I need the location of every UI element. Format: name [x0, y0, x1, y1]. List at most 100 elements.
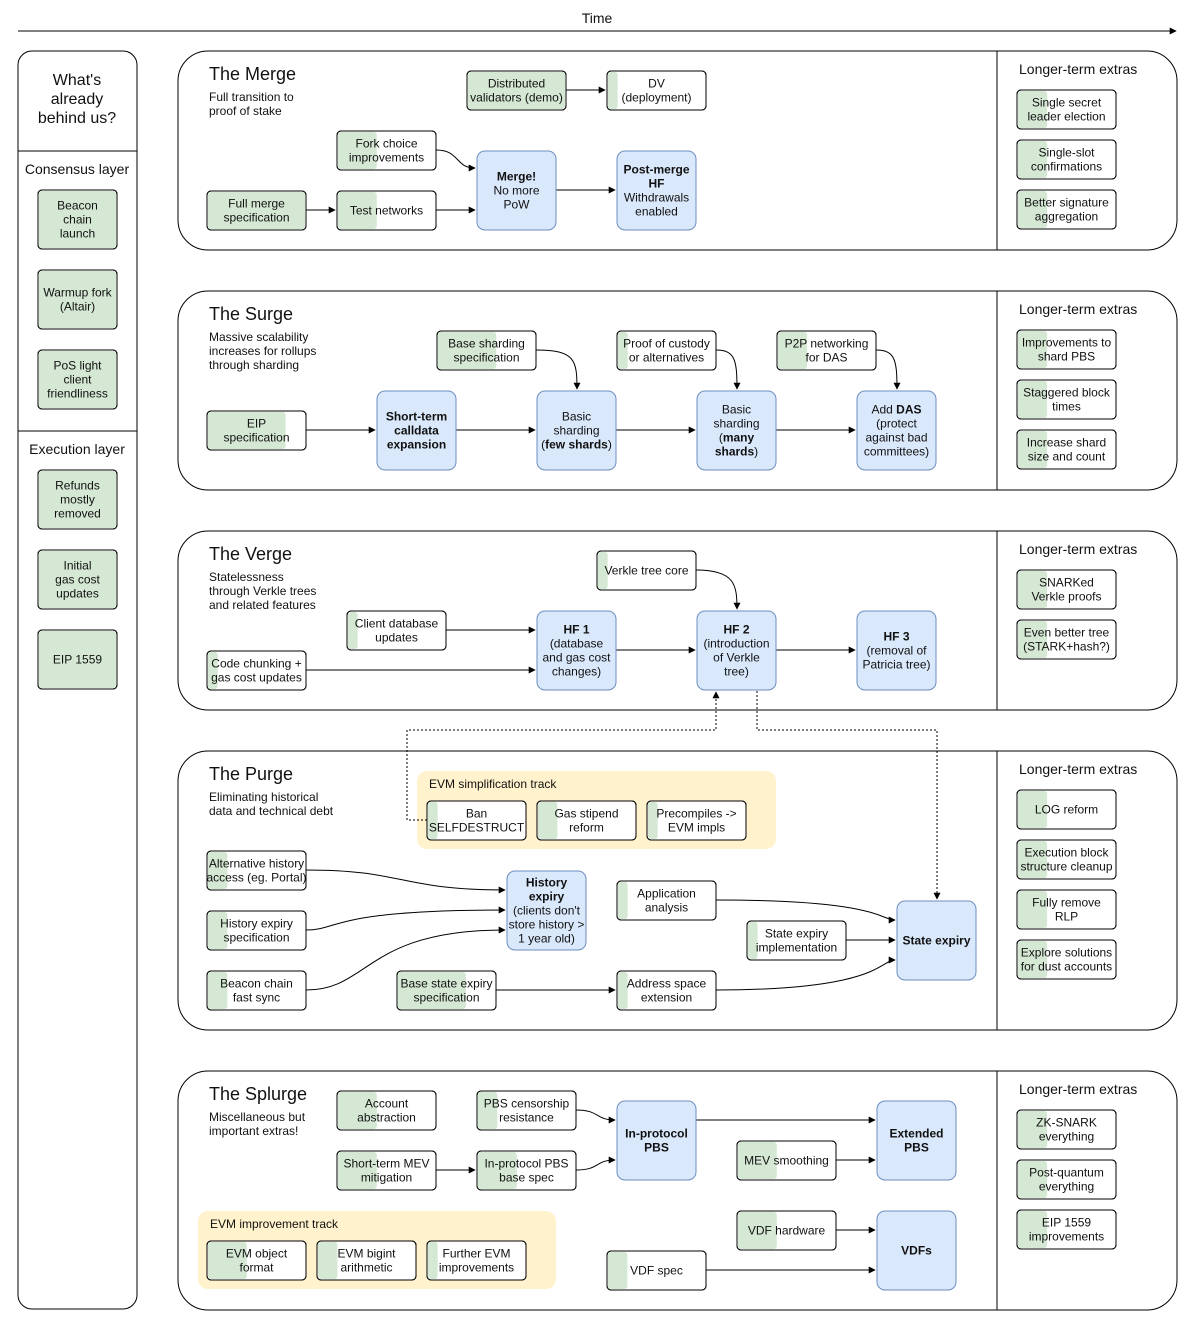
node-label: Short-term [386, 410, 447, 424]
node-label: format [239, 1261, 274, 1275]
extras-title: Longer-term extras [1019, 541, 1137, 557]
node-label: arithmetic [340, 1261, 392, 1275]
node-label: Ban [466, 807, 487, 821]
text-span: few shards [545, 438, 608, 452]
node-label: Beacon chain [220, 977, 293, 991]
extra-label: Improvements to [1022, 336, 1112, 350]
box-border [646, 800, 747, 841]
section-subtitle: Miscellaneous but [209, 1110, 306, 1124]
milestone-vdfs: VDFs [876, 1210, 957, 1291]
item-label: removed [54, 507, 101, 521]
section-subtitle: Statelessness [209, 570, 284, 584]
node-label: Address space [627, 977, 707, 991]
extra-label: ZK-SNARK [1036, 1116, 1097, 1130]
item-label: PoS light [53, 359, 102, 373]
box-border [1016, 1109, 1117, 1150]
node-label: PBS censorship [484, 1097, 570, 1111]
progress-fill [318, 1242, 338, 1279]
task-test_networks: Test networks [336, 190, 437, 231]
item-label: Refunds [55, 479, 100, 493]
node-label: improvements [439, 1261, 514, 1275]
section-subtitle: important extras! [209, 1124, 298, 1138]
progress-fill [39, 631, 116, 688]
extra-label: Single secret [1032, 96, 1102, 110]
dependency-arrow [695, 569, 741, 610]
box-border [206, 190, 307, 231]
extra-label: SNARKed [1039, 576, 1094, 590]
extra-label: improvements [1029, 1230, 1104, 1244]
progress-fill [1018, 891, 1048, 928]
panel-title: already [51, 91, 103, 108]
node-label: gas cost updates [211, 671, 302, 685]
progress-fill [1018, 791, 1048, 828]
node-label: EVM object [226, 1247, 288, 1261]
dependency-arrows [305, 86, 941, 1274]
box-border [206, 970, 307, 1011]
node-label: validators (demo) [470, 91, 563, 105]
box-border [37, 549, 118, 610]
extra-label: everything [1039, 1180, 1094, 1194]
node-label: VDF spec [630, 1264, 683, 1278]
extra-label: Execution block [1024, 846, 1109, 860]
progress-fill [648, 802, 658, 839]
node-label: Account [365, 1097, 409, 1111]
box-border [336, 130, 437, 171]
dependency-arrow [875, 349, 901, 390]
extra-label: EIP 1559 [1042, 1216, 1091, 1230]
node-label: Precompiles -> [656, 807, 736, 821]
item-label: chain [63, 213, 92, 227]
progress-fill [478, 1152, 517, 1189]
box-border [1016, 1159, 1117, 1200]
progress-fill [748, 922, 758, 959]
node-label: resistance [499, 1111, 554, 1125]
node-label: Add DAS [871, 403, 921, 417]
progress-fill [338, 1092, 377, 1129]
node-label: In-protocol [625, 1127, 688, 1141]
node-label: DV [648, 77, 665, 91]
milestone-box [506, 870, 587, 951]
progress-fill [1018, 431, 1048, 468]
task-vdf_spec: VDF spec [606, 1250, 707, 1291]
milestone-box [856, 610, 937, 691]
dependency-arrow [575, 1156, 616, 1171]
node-label: (many [719, 431, 755, 445]
progress-fill [1018, 331, 1048, 368]
box-border [206, 850, 307, 891]
item-label: launch [60, 227, 95, 241]
node-label: Short-term MEV [343, 1157, 429, 1171]
milestone-box [896, 900, 977, 981]
progress-fill [438, 332, 497, 369]
milestone-box [876, 1100, 957, 1181]
milestone-box [476, 150, 557, 231]
progress-fill [1018, 141, 1048, 178]
box-border [336, 190, 437, 231]
node-label: specification [223, 211, 289, 225]
progress-fill [208, 412, 286, 449]
node-label: sharding [713, 417, 759, 431]
box-border [206, 910, 307, 951]
progress-fill [39, 271, 116, 328]
node-label: specification [453, 351, 519, 365]
box-border [1016, 889, 1117, 930]
progress-fill [1018, 621, 1048, 658]
extra-label: RLP [1055, 910, 1078, 924]
extra-item: Even better tree(STARK+hash?) [1016, 619, 1117, 660]
extras-title: Longer-term extras [1019, 761, 1137, 777]
node-label: PBS [644, 1141, 669, 1155]
node-label: improvements [349, 151, 424, 165]
progress-fill [39, 551, 116, 608]
